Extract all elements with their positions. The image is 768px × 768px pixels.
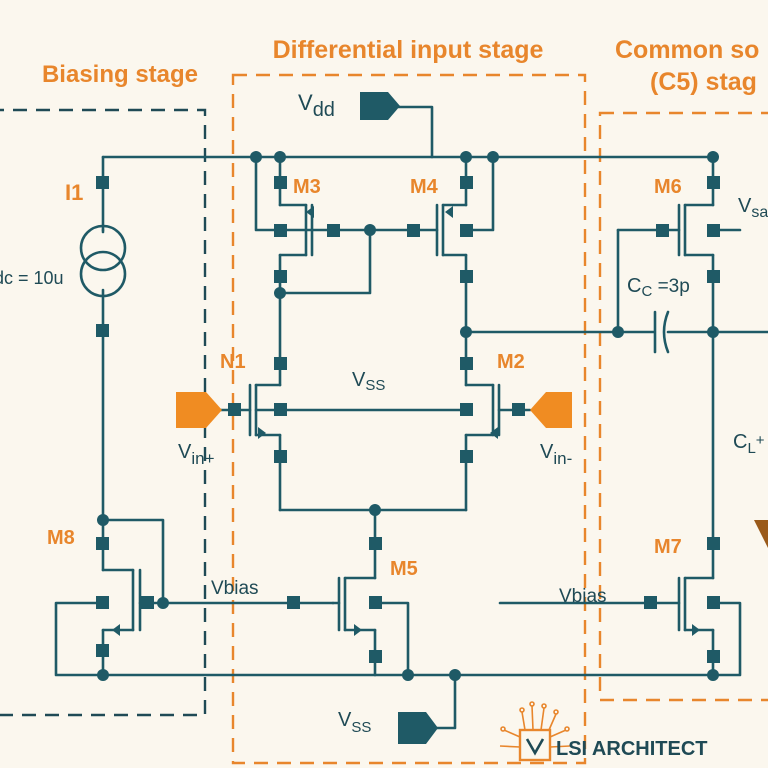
transistor-arrows [112, 206, 700, 636]
biasing-stage-title: Biasing stage [42, 61, 198, 88]
i1-label: I1 [65, 180, 83, 205]
vin-plus-port [176, 392, 222, 428]
current-source-i1 [79, 224, 127, 298]
lsi-architect-logo: LSI ARCHITECT [499, 701, 707, 762]
vsa-label: Vsa [738, 195, 768, 221]
m6-label: M6 [654, 176, 682, 198]
m8-label: M8 [47, 527, 75, 549]
m7-label: M7 [654, 536, 682, 558]
vin-plus-label: Vin+ [178, 441, 215, 468]
n1-label: N1 [220, 351, 246, 373]
m5-label: M5 [390, 558, 418, 580]
logo-text: LSI ARCHITECT [556, 738, 707, 760]
common-source-stage-box [598, 111, 768, 702]
chip-icon [499, 701, 571, 762]
vdd-port [360, 92, 400, 120]
terminals [96, 176, 720, 663]
cl-label: CL+ [733, 431, 765, 457]
vss-bottom-label: VSS [338, 709, 371, 736]
common-source-title-line2: (C5) stag [650, 68, 757, 96]
cc-label: CC =3p [627, 275, 690, 300]
idc-label: dc = 10u [0, 268, 64, 288]
vss-port [398, 712, 438, 744]
wires [54, 105, 768, 730]
capacitor-cc [653, 310, 670, 354]
m3-label: M3 [293, 176, 321, 198]
vin-minus-port [530, 392, 572, 428]
differential-stage-title: Differential input stage [273, 36, 544, 64]
vbias-right-label: Vbias [559, 586, 607, 607]
differential-stage-box [231, 73, 587, 765]
ports [176, 92, 768, 744]
section-boxes [0, 73, 768, 765]
output-marker [754, 520, 768, 548]
vss-inner-label: VSS [352, 369, 385, 394]
vbias-left-label: Vbias [211, 578, 259, 599]
common-source-title-line1: Common so [615, 36, 759, 64]
vdd-label: Vdd [298, 90, 335, 121]
m2-label: M2 [497, 351, 525, 373]
junction-dots [97, 151, 719, 681]
m4-label: M4 [410, 176, 439, 198]
vin-minus-label: Vin- [540, 441, 572, 468]
